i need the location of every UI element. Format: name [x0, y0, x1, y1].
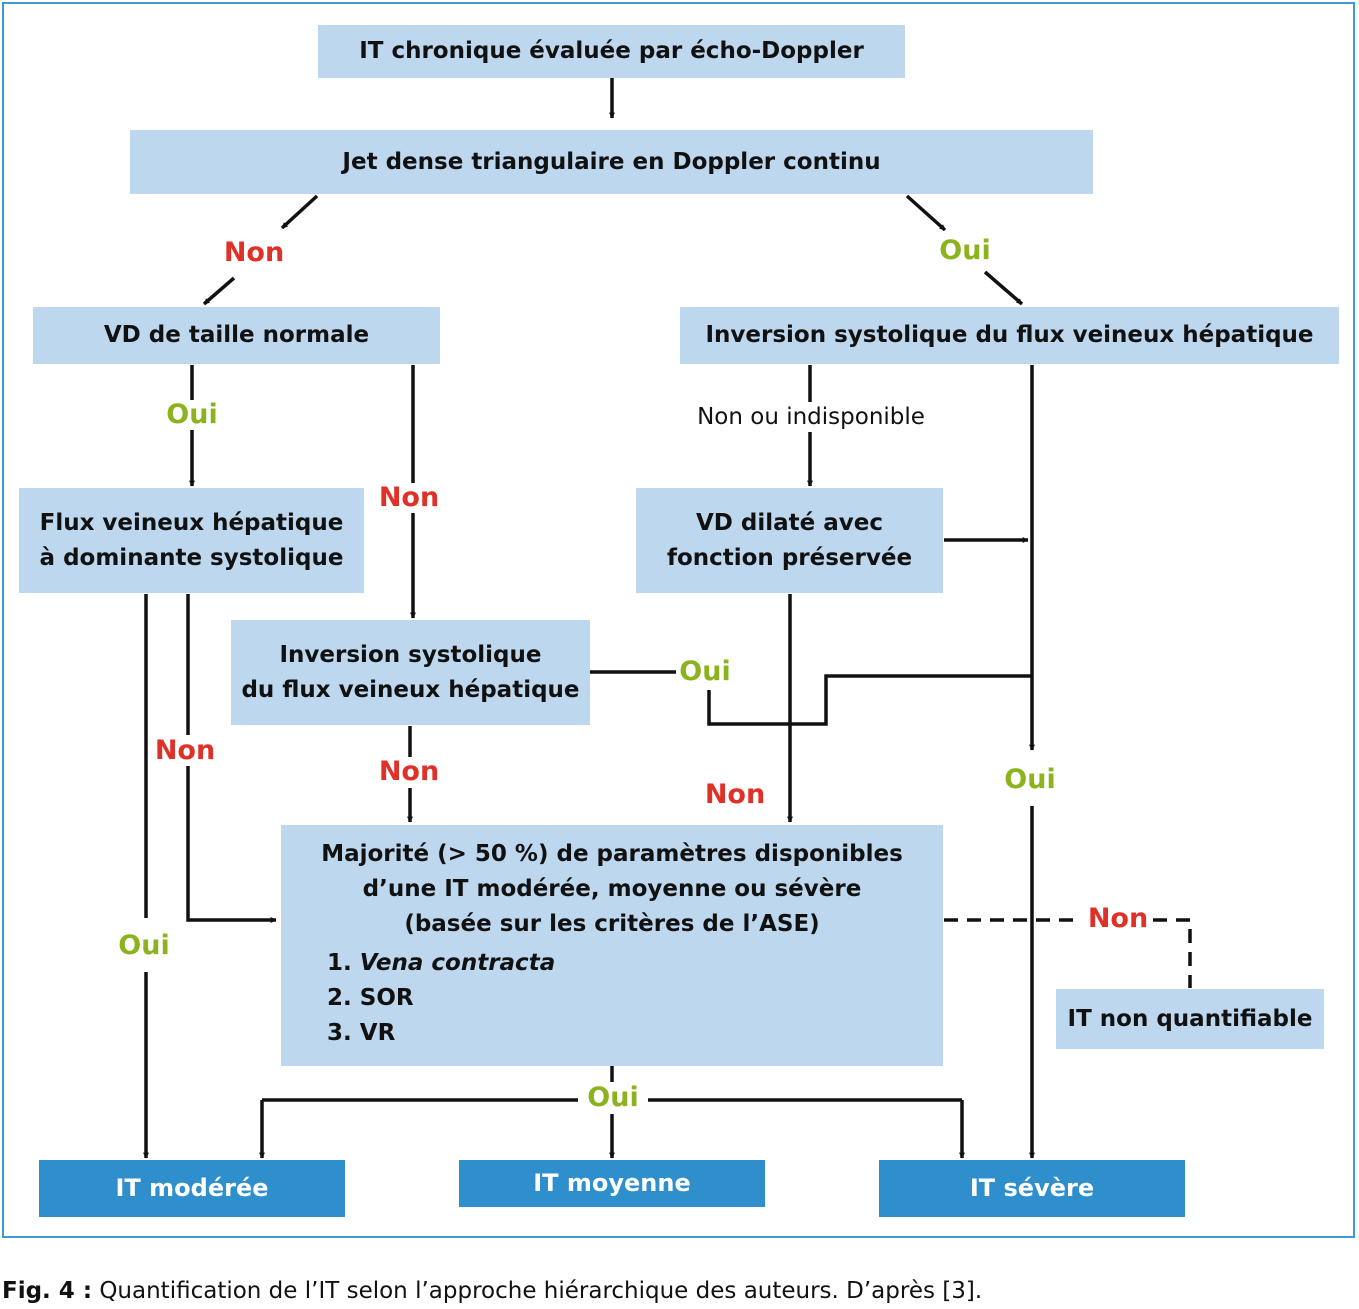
inversion-mid-line-2: du flux veineux hépatique	[241, 676, 580, 703]
box-inversion-systolic-mid: Inversion systolique du flux veineux hép…	[231, 620, 590, 725]
box-majority-parameters: Majorité (> 50 %) de paramètres disponib…	[281, 825, 943, 1066]
label-non-vd-dilated: Non	[701, 780, 769, 810]
vd-dilated-line-1: VD dilaté avec	[696, 509, 883, 536]
majority-line-1: Majorité (> 50 %) de paramètres disponib…	[321, 841, 903, 867]
majority-line-3: (basée sur les critères de l’ASE)	[404, 911, 820, 937]
box-start: IT chronique évaluée par écho-Doppler	[318, 25, 905, 78]
line-non-to-not-quantifiable-dashed	[1153, 918, 1192, 988]
item-2-num: 2.	[327, 985, 352, 1011]
label-non-jet: Non	[220, 238, 288, 268]
arrow-flux-non-to-majority	[186, 766, 277, 923]
box-flux-systolic-dominant: Flux veineux hépatique à dominante systo…	[19, 488, 364, 593]
label-oui-majority: Oui	[584, 1083, 642, 1113]
arrow-oui-to-inversion-right	[983, 270, 1024, 306]
label-oui-inversion-mid: Oui	[676, 657, 734, 687]
box-it-medium: IT moyenne	[459, 1160, 765, 1207]
flux-line-1: Flux veineux hépatique	[39, 509, 344, 536]
box-it-not-quantifiable: IT non quantifiable	[1056, 989, 1324, 1049]
label-oui-vd-normal: Oui	[163, 400, 221, 430]
box-vd-normal-size: VD de taille normale	[33, 307, 440, 364]
item-1-text: Vena contracta	[359, 950, 556, 976]
item-3-num: 3.	[327, 1020, 352, 1046]
arrow-jet-to-oui	[905, 194, 947, 232]
majority-item-3: 3. VR	[327, 1016, 943, 1051]
box-it-severe: IT sévère	[879, 1160, 1185, 1217]
label-non-inversion-mid: Non	[375, 757, 443, 787]
box-it-moderate: IT modérée	[39, 1160, 345, 1217]
majority-line-2: d’une IT modérée, moyenne ou sévère	[362, 876, 862, 902]
box-jet-dense: Jet dense triangulaire en Doppler contin…	[130, 130, 1093, 194]
arrow-non-to-vd-normal	[202, 276, 236, 306]
majority-item-1: 1. Vena contracta	[327, 946, 943, 981]
caption-text: Quantification de l’IT selon l’approche …	[99, 1278, 983, 1304]
arrow-jet-to-non	[280, 194, 319, 230]
label-non-majority: Non	[1084, 904, 1152, 934]
label-non-vd-normal: Non	[375, 483, 443, 513]
label-oui-jet: Oui	[936, 236, 994, 266]
label-oui-flux: Oui	[115, 931, 173, 961]
inversion-mid-line-1: Inversion systolique	[279, 641, 542, 668]
diagram-frame	[2, 2, 1355, 1238]
vd-dilated-line-2: fonction préservée	[666, 544, 913, 571]
majority-item-2: 2. SOR	[327, 981, 943, 1016]
box-inversion-systolic-right: Inversion systolique du flux veineux hép…	[680, 307, 1339, 364]
line-oui-step-to-trunk	[707, 674, 1032, 726]
flux-line-2: à dominante systolique	[39, 544, 344, 571]
label-non-flux: Non	[151, 736, 219, 766]
figure-caption: Fig. 4 : Quantification de l’IT selon l’…	[2, 1278, 982, 1304]
box-vd-dilated: VD dilaté avec fonction préservée	[636, 488, 943, 593]
label-oui-inversion-right: Oui	[1001, 765, 1059, 795]
item-1-num: 1.	[327, 950, 352, 976]
caption-prefix: Fig. 4 :	[2, 1278, 93, 1304]
item-3-text: VR	[359, 1020, 396, 1046]
item-2-text: SOR	[359, 985, 414, 1011]
label-non-or-unavailable: Non ou indisponible	[694, 402, 928, 432]
